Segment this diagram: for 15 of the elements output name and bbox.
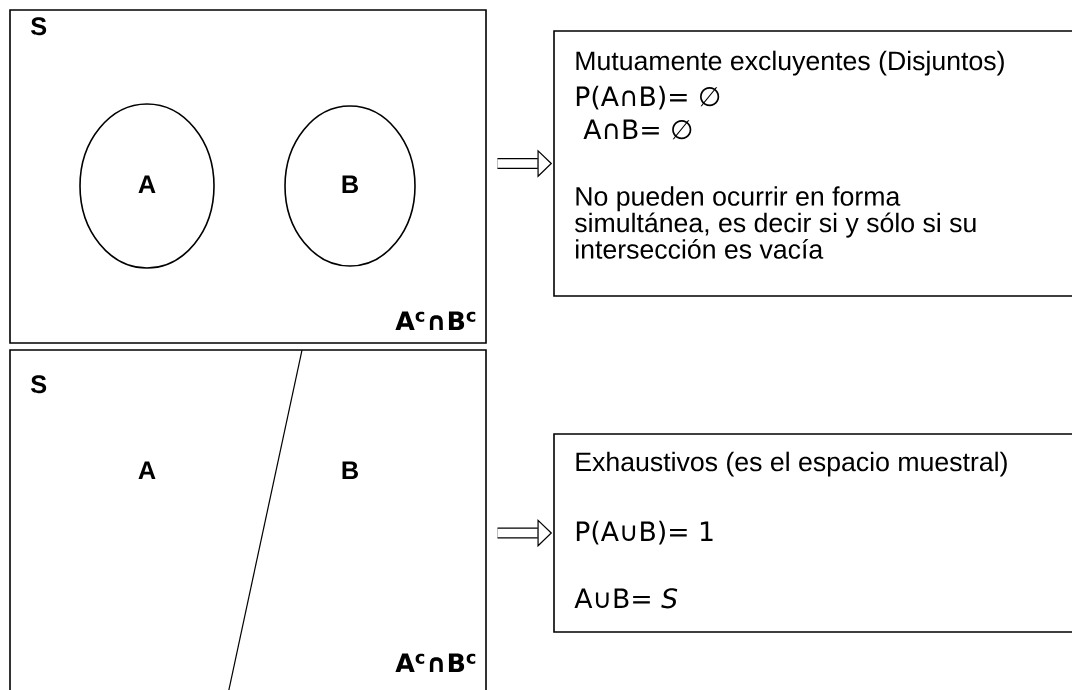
- text: Exhaustivos (es el espacio muestral): [576, 451, 1007, 477]
- set-label: B: [342, 461, 358, 479]
- set-label: A$^{c}$∩B$^{c}$: [395, 311, 476, 330]
- text: No pueden ocurrir en forma simultánea, es decir si y sólo si su intersección es vacía: [575, 186, 976, 259]
- formula-text: A∩B= ∅: [583, 119, 692, 140]
- set-label: A$^{c}$∩B$^{c}$: [395, 653, 476, 672]
- set-label: B: [342, 175, 358, 193]
- text: Mutuamente excluyentes (Disjuntos): [576, 50, 1004, 76]
- formula-text: P(A∪B)= 1: [576, 520, 713, 545]
- set-label: S: [31, 375, 47, 394]
- set-label: A: [138, 175, 156, 193]
- formula-text: P(A∩B)= ∅: [576, 85, 720, 110]
- formula-text: A∪B= S: [574, 588, 678, 609]
- set-label: S: [31, 17, 47, 36]
- set-label: A: [138, 461, 156, 479]
